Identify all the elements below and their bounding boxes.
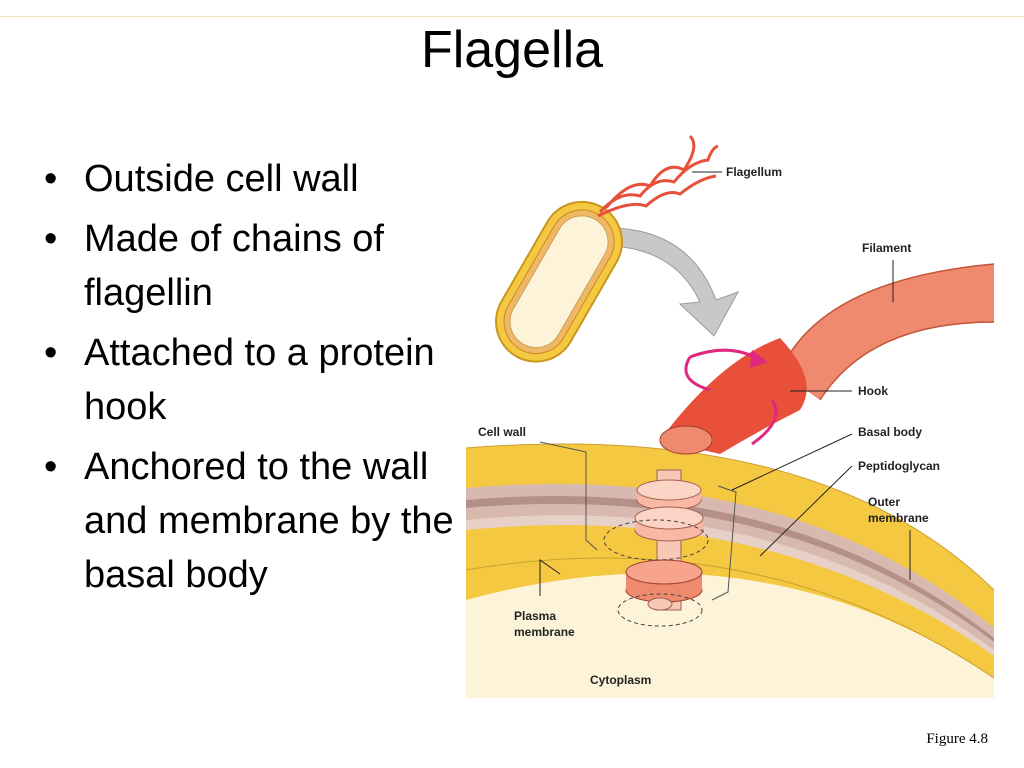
basal-body <box>603 469 737 627</box>
label-outer-membrane-2: membrane <box>868 511 929 525</box>
bullet-dot-icon: • <box>44 332 58 374</box>
label-cell-wall: Cell wall <box>478 425 526 439</box>
bullet-list: • Outside cell wall • Made of chains of fl… <box>38 152 458 608</box>
bullet-text: Attached to a protein hook <box>84 332 435 428</box>
bullet-item: • Anchored to the wall and membrane by th… <box>38 440 458 602</box>
bullet-text: Made of chains of flagellin <box>84 218 384 314</box>
bullet-dot-icon: • <box>44 446 58 488</box>
flagellum-illustration: Flagellum Filament Hook Cell wall Basal … <box>466 134 994 698</box>
figure-caption: Figure 4.8 <box>926 731 988 747</box>
bullet-text: Anchored to the wall and membrane by the… <box>84 446 454 596</box>
label-flagellum: Flagellum <box>726 165 782 179</box>
label-outer-membrane-1: Outer <box>868 495 900 509</box>
bullet-item: • Made of chains of flagellin <box>38 212 458 320</box>
bullet-dot-icon: • <box>44 218 58 260</box>
bullet-dot-icon: • <box>44 158 58 200</box>
bullet-text: Outside cell wall <box>84 158 359 200</box>
label-plasma-membrane-1: Plasma <box>514 609 556 623</box>
flagellum-diagram: Flagellum Filament Hook Cell wall Basal … <box>466 124 994 698</box>
label-filament: Filament <box>862 241 911 255</box>
label-hook: Hook <box>858 384 888 398</box>
label-cytoplasm: Cytoplasm <box>590 673 651 687</box>
label-plasma-membrane-2: membrane <box>514 625 575 639</box>
bullet-item: • Attached to a protein hook <box>38 326 458 434</box>
label-basal-body: Basal body <box>858 425 922 439</box>
label-peptidoglycan: Peptidoglycan <box>858 459 940 473</box>
hook-and-filament <box>659 263 994 455</box>
flagellum-strands <box>597 134 719 218</box>
bacterium-cell-icon <box>495 200 623 363</box>
bullet-item: • Outside cell wall <box>38 152 458 206</box>
zoom-arrow-icon <box>611 227 740 337</box>
top-divider <box>0 16 1024 17</box>
slide-title: Flagella <box>420 21 604 79</box>
